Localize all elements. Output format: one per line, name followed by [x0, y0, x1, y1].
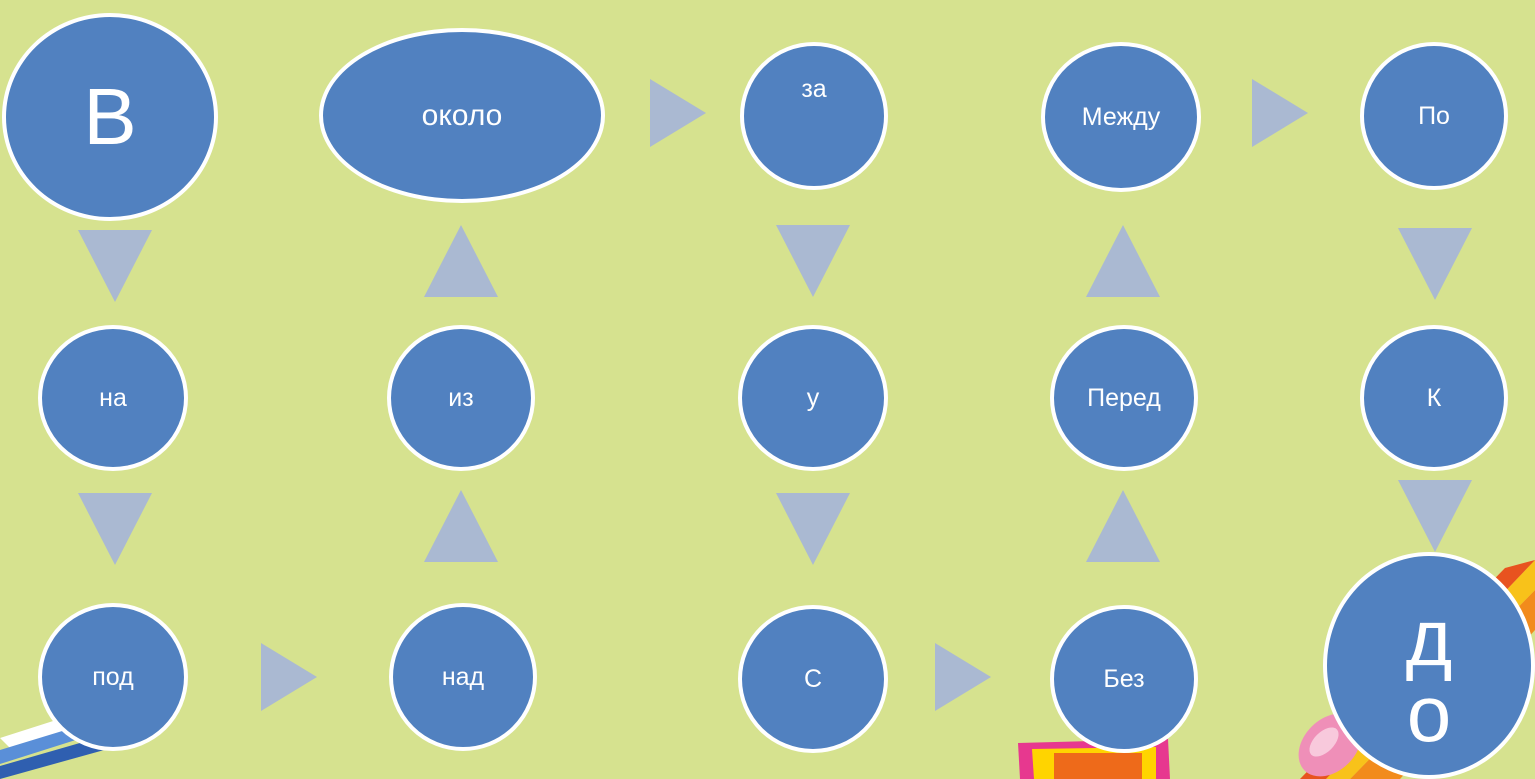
node-mezhdu: Между: [1041, 42, 1201, 192]
node-do-label-line2: о: [1406, 668, 1452, 758]
arrow-down-k-to-do: [1398, 480, 1472, 552]
node-nad-label: над: [441, 662, 485, 691]
arrow-up-nad-to-iz: [424, 490, 498, 562]
node-v: В: [2, 13, 218, 221]
node-do: д о: [1323, 552, 1535, 779]
node-pered-label: Перед: [1087, 383, 1161, 412]
node-na: на: [38, 325, 188, 471]
arrow-down-v-to-na: [78, 230, 152, 302]
node-mezhdu-label: Между: [1081, 102, 1161, 131]
arrow-right-mezhdu-to-po: [1252, 79, 1308, 147]
node-bez-label: Без: [1103, 664, 1145, 693]
node-nad: над: [389, 603, 537, 751]
arrow-up-iz-to-okolo: [424, 225, 498, 297]
arrow-down-za-to-u: [776, 225, 850, 297]
node-iz: из: [387, 325, 535, 471]
node-k-label: К: [1426, 383, 1442, 412]
node-u: у: [738, 325, 888, 471]
node-v-label: В: [83, 72, 137, 161]
arrow-right-pod-to-nad: [261, 643, 317, 711]
arrow-up-pered-to-mezhdu: [1086, 225, 1160, 297]
node-s: С: [738, 605, 888, 753]
node-za-label: за: [801, 74, 827, 103]
node-pod: под: [38, 603, 188, 751]
node-na-label: на: [99, 383, 127, 412]
node-pod-label: под: [92, 662, 134, 691]
node-okolo: около: [319, 28, 605, 203]
node-k: К: [1360, 325, 1508, 471]
node-pered: Перед: [1050, 325, 1198, 471]
arrow-down-u-to-s: [776, 493, 850, 565]
node-za: за: [740, 42, 888, 190]
node-u-label: у: [806, 383, 820, 412]
arrow-down-na-to-pod: [78, 493, 152, 565]
arrow-right-okolo-to-za: [650, 79, 706, 147]
node-do-label-line1: д: [1405, 592, 1453, 682]
arrow-down-po-to-k: [1398, 228, 1472, 300]
node-s-label: С: [803, 664, 823, 693]
node-bez: Без: [1050, 605, 1198, 753]
node-po-label: По: [1418, 101, 1450, 130]
node-okolo-label: около: [421, 98, 503, 132]
arrow-right-s-to-bez: [935, 643, 991, 711]
node-po: По: [1360, 42, 1508, 190]
node-iz-label: из: [448, 383, 474, 412]
arrow-up-bez-to-pered: [1086, 490, 1160, 562]
